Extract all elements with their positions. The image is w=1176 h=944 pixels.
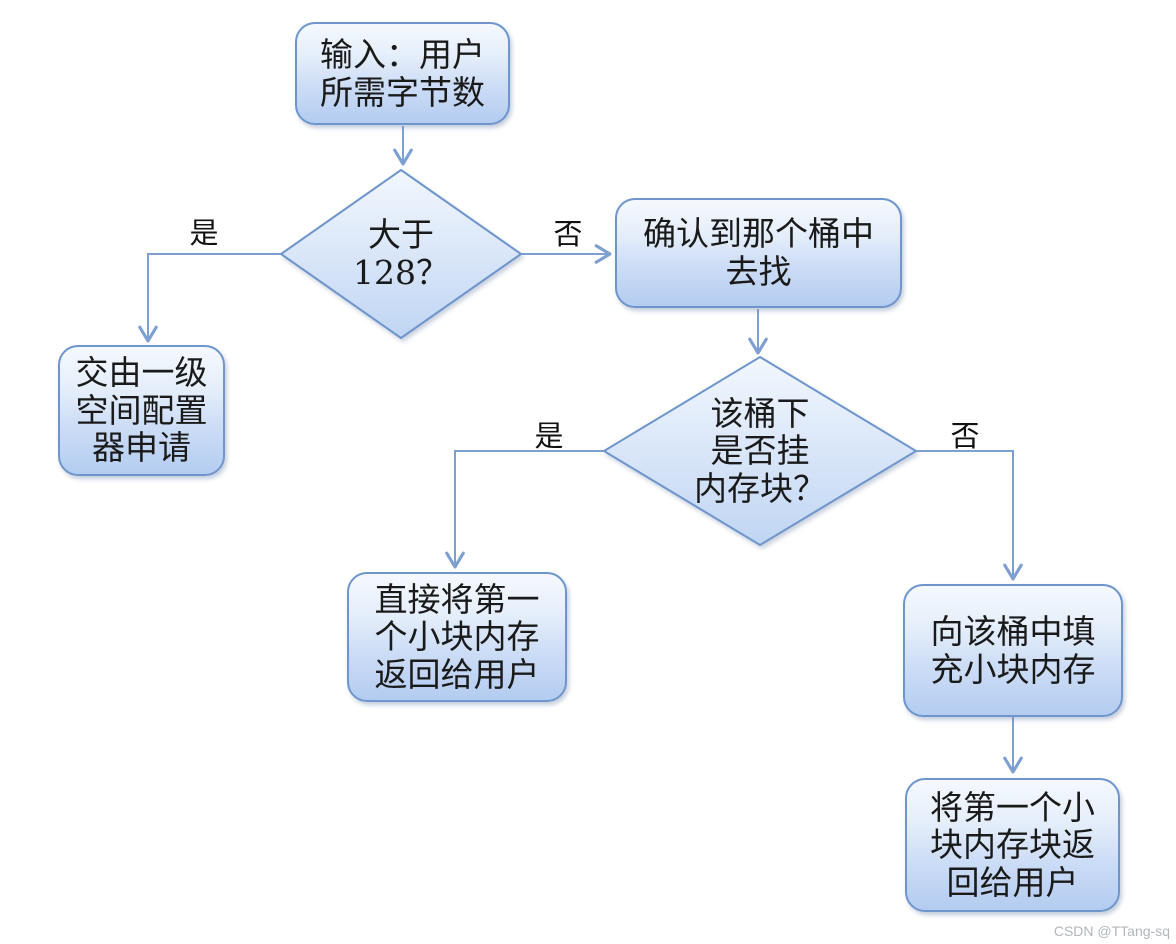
- csdn-watermark: CSDN @TTang-sq: [1053, 923, 1170, 939]
- node-return-final: 将第一个小 块内存块返 回给用户: [905, 778, 1120, 912]
- edge-decision2-no: [916, 450, 1023, 581]
- edge-label-no1: 否: [553, 217, 583, 251]
- node-level1-allocator: 交由一级 空间配置 器申请: [58, 345, 225, 476]
- node-return-final-label: 将第一个小 块内存块返 回给用户: [930, 787, 1095, 902]
- node-find-bucket: 确认到那个桶中 去找: [615, 198, 902, 308]
- edge-label-yes2: 是: [534, 419, 564, 453]
- edge-decision2-yes: [445, 450, 604, 569]
- node-level1-allocator-label: 交由一级 空间配置 器申请: [75, 353, 208, 468]
- edge-label-no2: 否: [950, 419, 980, 453]
- edge-decision1-yes: [138, 253, 281, 343]
- node-return-direct-label: 直接将第一 个小块内存 返回给用户: [374, 579, 540, 694]
- decision1-diamond-shape: [279, 168, 523, 340]
- node-fill-bucket: 向该桶中填 充小块内存: [903, 584, 1123, 717]
- edge-label-yes1: 是: [189, 216, 219, 250]
- node-start-label: 输入：用户 所需字节数: [320, 34, 485, 112]
- node-fill-bucket-label: 向该桶中填 充小块内存: [930, 611, 1096, 689]
- node-start: 输入：用户 所需字节数: [295, 22, 510, 125]
- node-return-direct: 直接将第一 个小块内存 返回给用户: [347, 572, 567, 702]
- node-find-bucket-label: 确认到那个桶中 去找: [643, 214, 874, 291]
- decision2-diamond-shape: [602, 355, 918, 547]
